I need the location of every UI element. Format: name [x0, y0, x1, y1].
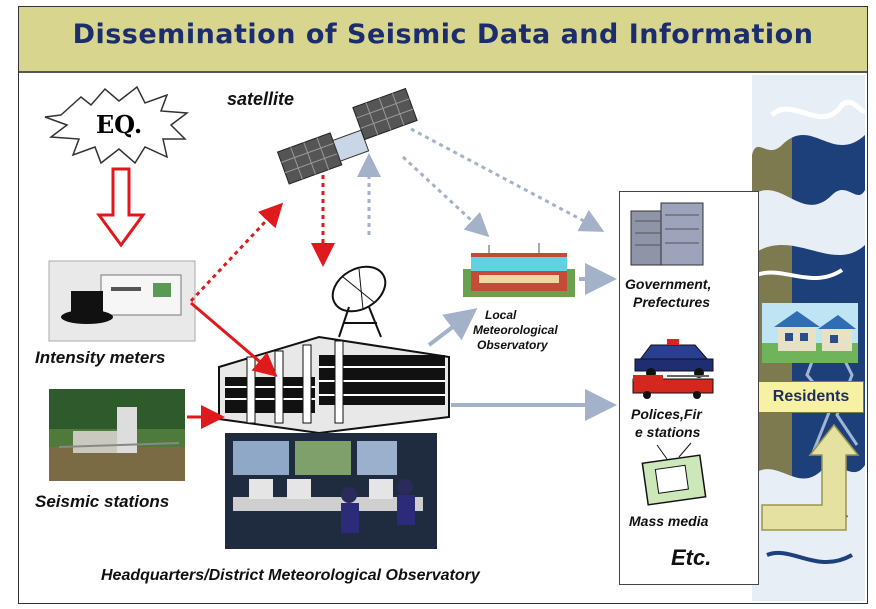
seismic-station-icon — [49, 389, 185, 481]
eq-label: EQ. — [96, 110, 142, 139]
arrow-hq-to-local — [427, 308, 478, 347]
arrow-meter-to-hq — [190, 301, 278, 377]
slide-frame: Dissemination of Seismic Data and Inform… — [18, 6, 868, 604]
dissemination-diagram: EQ. satellite — [35, 85, 714, 584]
eq-down-arrow — [96, 167, 146, 248]
residents-label: Residents — [758, 381, 864, 413]
arrow-meter-to-satellite — [189, 202, 284, 303]
title-bar: Dissemination of Seismic Data and Inform… — [19, 7, 867, 73]
earthquake-burst-icon: EQ. — [44, 85, 190, 165]
local-observatory-label-2: Meteorological — [473, 323, 558, 337]
dish-antenna-icon — [331, 265, 387, 338]
government-label-2: Prefectures — [633, 294, 710, 310]
polices-label-1: Polices,Fir — [631, 406, 703, 422]
headquarters-building-icon — [218, 335, 450, 435]
arrow-satellite-to-government — [410, 127, 605, 232]
local-observatory-icon — [463, 243, 575, 297]
seismic-stations-label: Seismic stations — [35, 492, 169, 511]
local-observatory-label-1: Local — [485, 308, 517, 322]
government-building-icon — [630, 202, 704, 266]
headquarters-label: Headquarters/District Meteorological Obs… — [101, 567, 481, 584]
satellite-icon — [276, 87, 418, 185]
arrow-satellite-to-local — [401, 155, 490, 238]
government-label-1: Government, — [625, 276, 711, 292]
intensity-meter-icon — [48, 260, 196, 342]
intensity-meters-label: Intensity meters — [35, 348, 165, 367]
etc-label: Etc. — [671, 545, 711, 570]
mass-media-label: Mass media — [629, 513, 709, 529]
police-car-icon — [634, 339, 714, 378]
satellite-label: satellite — [227, 89, 294, 109]
television-icon — [641, 442, 707, 506]
page-title: Dissemination of Seismic Data and Inform… — [72, 19, 814, 50]
fire-truck-icon — [632, 375, 714, 399]
local-observatory-label-3: Observatory — [477, 338, 549, 352]
polices-label-2: e stations — [635, 424, 701, 440]
control-room-icon — [225, 433, 437, 549]
